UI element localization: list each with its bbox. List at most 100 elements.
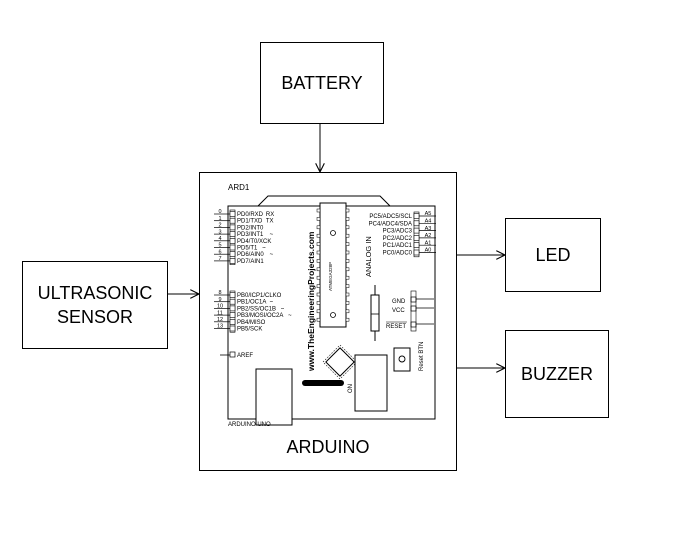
- pin-box: [413, 235, 420, 241]
- chip-pin: [316, 242, 321, 246]
- battery-block: BATTERY: [260, 42, 384, 124]
- pin-box: [229, 305, 236, 312]
- battery-label: BATTERY: [281, 73, 363, 93]
- board-name-label: ARDUINO UNO: [228, 422, 271, 428]
- chip-pin: [345, 292, 350, 297]
- pin-number: 4: [218, 236, 221, 242]
- board-ref-label: ARD1: [228, 183, 250, 192]
- pin-box: [229, 244, 236, 251]
- pin-note: ~: [270, 252, 274, 258]
- pin-label: PB5/SCK: [237, 327, 262, 333]
- pin-box: [413, 242, 420, 248]
- led-block: LED: [505, 218, 601, 292]
- board-top-notch: [257, 195, 391, 207]
- pin-number: A4: [425, 219, 432, 225]
- pin-box: [413, 213, 420, 219]
- pin-label: PB1/OC1A: [237, 300, 266, 306]
- chip-pin: [316, 259, 321, 263]
- chip-pin: [345, 250, 350, 255]
- pin-number: 5: [218, 243, 221, 249]
- chip-pin: [316, 250, 321, 255]
- arduino-label: ARDUINO: [286, 437, 370, 457]
- chip-marking: ATMEGA328P: [328, 262, 333, 291]
- smd-chip: [322, 344, 358, 380]
- chip-pin: [316, 292, 321, 297]
- pin-box: [229, 325, 236, 332]
- pin-label: PC2/ADC2: [383, 236, 413, 242]
- pin-label: PD3/INT1: [237, 232, 264, 238]
- gnd-pin-box: [410, 296, 417, 303]
- chip-pin: [316, 233, 321, 238]
- pin-label: PB2/SS/OC1B: [237, 306, 276, 312]
- led-label: LED: [535, 245, 571, 265]
- chip-pin: [345, 225, 350, 230]
- pin-note: ~: [270, 232, 274, 238]
- pin-label: PD0/RXD: [237, 212, 264, 218]
- chip-pin: [345, 259, 350, 263]
- pin-number: 12: [217, 317, 223, 323]
- pin-number: 6: [218, 249, 221, 255]
- pin-box: [413, 220, 420, 227]
- buzzer-label: BUZZER: [521, 364, 593, 384]
- reset-btn-label: Reset BTN: [419, 342, 425, 371]
- chip-pins: [316, 208, 350, 322]
- pin-note: ~: [288, 313, 292, 319]
- pin-label: PB4/MISO: [237, 320, 266, 326]
- pin-box: [229, 238, 236, 244]
- pin-label: PC5/ADC5/SCL: [369, 214, 412, 220]
- chip-pin: [345, 284, 350, 288]
- chip-pin: [316, 309, 321, 314]
- pin-label: PC3/ADC3: [383, 229, 413, 235]
- pin-number: A0: [425, 248, 432, 254]
- pin-label: PD1/TXD: [237, 219, 263, 225]
- chip-pin: [316, 284, 321, 288]
- reset-pin-box: [410, 321, 417, 328]
- chip-pin: [345, 208, 350, 213]
- chip-pin: [316, 225, 321, 230]
- chip-pin: [345, 275, 350, 280]
- buzzer-block: BUZZER: [505, 330, 609, 418]
- power-on-led: [302, 380, 344, 386]
- pin-label: PD4/T0/XCK: [237, 239, 271, 245]
- pin-number: 0: [218, 209, 221, 215]
- pin-note: RX: [266, 212, 274, 218]
- pin-number: A3: [425, 226, 432, 232]
- chip-pin: [316, 275, 321, 280]
- pin-box: [229, 292, 236, 298]
- chip-pin: [316, 317, 321, 322]
- power-jack: [354, 354, 388, 412]
- pin-label: PC4/ADC4/SDA: [369, 221, 412, 227]
- pin-label: PC1/ADC1: [383, 243, 413, 249]
- atmega-chip: [319, 202, 347, 328]
- on-label: ON: [348, 384, 354, 393]
- pin-label: PD6/AIN0: [237, 252, 264, 258]
- chip-pin: [345, 301, 350, 305]
- pin-box: [229, 217, 236, 224]
- pin-box: [229, 251, 236, 257]
- analog-header-frame: [413, 211, 420, 258]
- pin-label: PD7/AIN1: [237, 259, 264, 265]
- aref-pin-box: [229, 351, 236, 358]
- chip-pin: [345, 242, 350, 246]
- pin-box: [229, 231, 236, 237]
- pin-box: [229, 224, 236, 231]
- chip-pin: [345, 317, 350, 322]
- chip-pin: [345, 217, 350, 221]
- chip-pin: [345, 233, 350, 238]
- digital-8-13-frame: [229, 290, 236, 333]
- pin-box: [229, 312, 236, 318]
- pin-number: 7: [218, 256, 221, 262]
- ultrasonic-label-line1: ULTRASONIC: [37, 283, 153, 303]
- chip-pin: [316, 267, 321, 272]
- pin-number: A1: [425, 240, 432, 246]
- chip-pin: [345, 309, 350, 314]
- pin-number: 10: [217, 304, 223, 310]
- analog-header: A5PC5/ADC5/SCLA4PC4/ADC4/SDAA3PC3/ADC3A2…: [369, 211, 436, 258]
- crystal: [370, 294, 380, 332]
- reset-button-cap: [398, 355, 406, 363]
- aref-label: AREF: [237, 353, 253, 359]
